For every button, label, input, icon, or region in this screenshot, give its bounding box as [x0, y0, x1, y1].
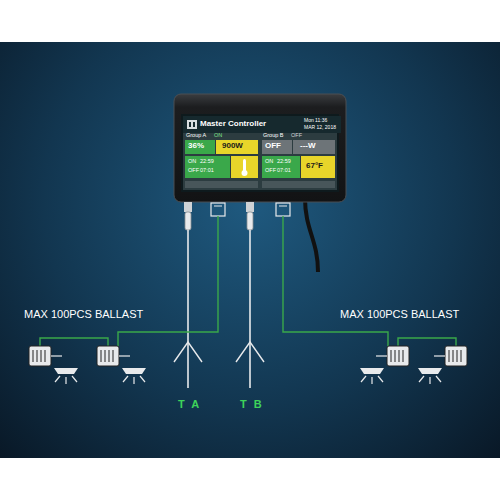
timer-key: OFF: [188, 168, 199, 174]
ballast-note: MAX 100PCS BALLAST: [24, 309, 143, 320]
sensor-probe: [236, 342, 264, 362]
top-margin: [0, 0, 500, 42]
screen-date: MAR 12, 2018: [304, 125, 336, 130]
timer-value: 07:01: [277, 168, 291, 174]
timer-value: 22:59: [200, 159, 214, 165]
ballast: [418, 346, 467, 384]
group-name: Group A: [186, 133, 206, 139]
controller-housing: [174, 94, 346, 202]
ballast: [97, 346, 146, 384]
group-name: Group B: [263, 133, 283, 139]
ballast-chain-wire: [398, 338, 456, 346]
jack-plug: [246, 202, 254, 212]
status-bar: [262, 181, 335, 188]
sensor-cable: [187, 230, 189, 388]
group-state: OFF: [291, 133, 302, 139]
timer-key: ON: [188, 159, 196, 165]
control-wire: [283, 216, 388, 346]
sensor-probe: [174, 342, 202, 362]
timer-key: ON: [265, 159, 273, 165]
jack-plug: [247, 212, 253, 230]
control-wire: [118, 216, 218, 346]
screen-tile: [185, 140, 215, 154]
screen: [183, 116, 337, 190]
screen-tile: [301, 156, 335, 178]
sensor-label: T B: [240, 399, 264, 410]
power-reading: ---W: [300, 142, 316, 150]
screen-tile: [293, 140, 335, 154]
thermometer-icon: [242, 170, 248, 176]
ballast: [29, 346, 78, 384]
sensor-cable: [249, 230, 251, 388]
screen-tile: [262, 156, 300, 178]
rj-connector: [211, 203, 225, 216]
power-reading: 900W: [222, 142, 243, 150]
dim-level: 36%: [188, 142, 204, 150]
ballast-chain-wire: [40, 338, 108, 346]
rj-connector: [276, 203, 290, 216]
jack-plug: [184, 202, 192, 212]
timer-value: 22:59: [277, 159, 291, 165]
screen-tile: [185, 156, 230, 178]
status-bar: [185, 181, 258, 188]
power-cord: [305, 198, 318, 272]
screen-tile: [216, 140, 258, 154]
rj-connector: [279, 206, 287, 207]
screen-frame: [181, 114, 339, 192]
screen-time: Mon 11:36: [304, 118, 327, 123]
screen-tile: [231, 156, 258, 178]
rj-connector: [214, 206, 222, 207]
screen-tile: [262, 140, 292, 154]
timer-key: OFF: [265, 168, 276, 174]
group-state: ON: [214, 133, 222, 139]
bottom-margin: [0, 458, 500, 500]
temperature-reading: 67°F: [306, 162, 323, 170]
ballast: [360, 346, 409, 384]
timer-value: 07:01: [200, 168, 214, 174]
dim-level: OFF: [265, 142, 281, 150]
sensor-label: T A: [178, 399, 201, 410]
ballast-note: MAX 100PCS BALLAST: [340, 309, 459, 320]
brand-logo: [187, 120, 197, 129]
jack-plug: [185, 212, 191, 230]
ballast-group: [29, 346, 467, 384]
